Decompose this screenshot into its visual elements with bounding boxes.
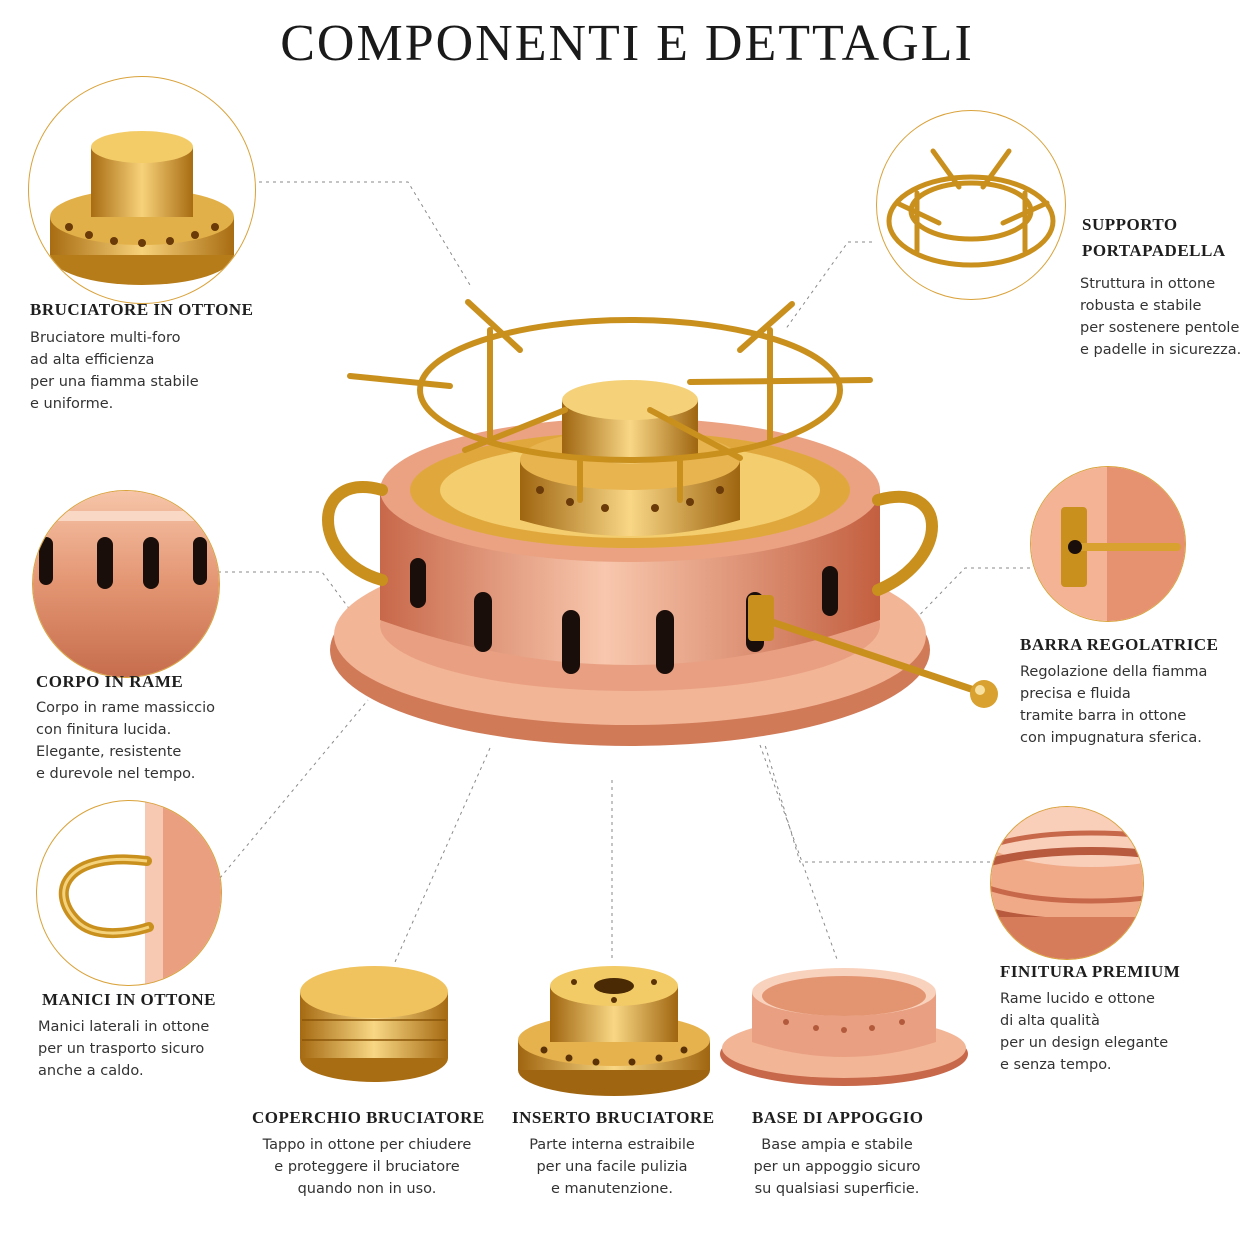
handles-detail-image [36, 800, 222, 986]
regulator-description: Regolazione della fiamma precisa e fluid… [1020, 664, 1208, 746]
leader-line-base [759, 744, 839, 963]
leader-line-burner [252, 181, 471, 286]
leader-line-regulator [904, 567, 1030, 631]
burner-description: Bruciatore multi-foro ad alta efficienza… [30, 330, 199, 412]
body-detail-image [32, 490, 220, 678]
burner-detail-image [28, 76, 256, 304]
page-title: COMPONENTI E DETTAGLI [280, 15, 974, 72]
burner-cover-image [300, 966, 448, 1082]
finish-detail-image [990, 806, 1144, 960]
handles-heading: MANICI IN OTTONE [42, 990, 216, 1009]
support-description: Struttura in ottone robusta e stabile pe… [1080, 276, 1242, 358]
leader-line-finish [764, 744, 990, 863]
body-heading: CORPO IN RAME [36, 672, 184, 691]
cover-heading: COPERCHIO BRUCIATORE [252, 1108, 485, 1127]
leader-line-cover [394, 747, 491, 963]
burner-heading: BRUCIATORE IN OTTONE [30, 300, 254, 319]
insert-heading: INSERTO BRUCIATORE [512, 1108, 715, 1127]
support-heading-line1: SUPPORTO [1082, 215, 1178, 234]
base-heading: BASE DI APPOGGIO [752, 1108, 924, 1127]
support-detail-image [876, 110, 1066, 300]
insert-description: Parte interna estraibile per una facile … [529, 1137, 695, 1197]
copper-stove-image [322, 299, 998, 746]
leader-line-support [784, 241, 872, 331]
body-description: Corpo in rame massiccio con finitura luc… [36, 700, 215, 782]
base-description: Base ampia e stabile per un appoggio sic… [753, 1137, 921, 1197]
regulator-heading: BARRA REGOLATRICE [1020, 635, 1219, 654]
finish-heading: FINITURA PREMIUM [1000, 962, 1181, 981]
cover-description: Tappo in ottone per chiudere e protegger… [262, 1137, 472, 1197]
finish-description: Rame lucido e ottone di alta qualità per… [1000, 991, 1169, 1073]
regulator-detail-image [1030, 466, 1186, 622]
handles-description: Manici laterali in ottone per un traspor… [38, 1019, 210, 1079]
support-base-image [720, 968, 968, 1086]
burner-insert-image [518, 966, 710, 1096]
support-heading-line2: PORTAPADELLA [1082, 241, 1226, 260]
